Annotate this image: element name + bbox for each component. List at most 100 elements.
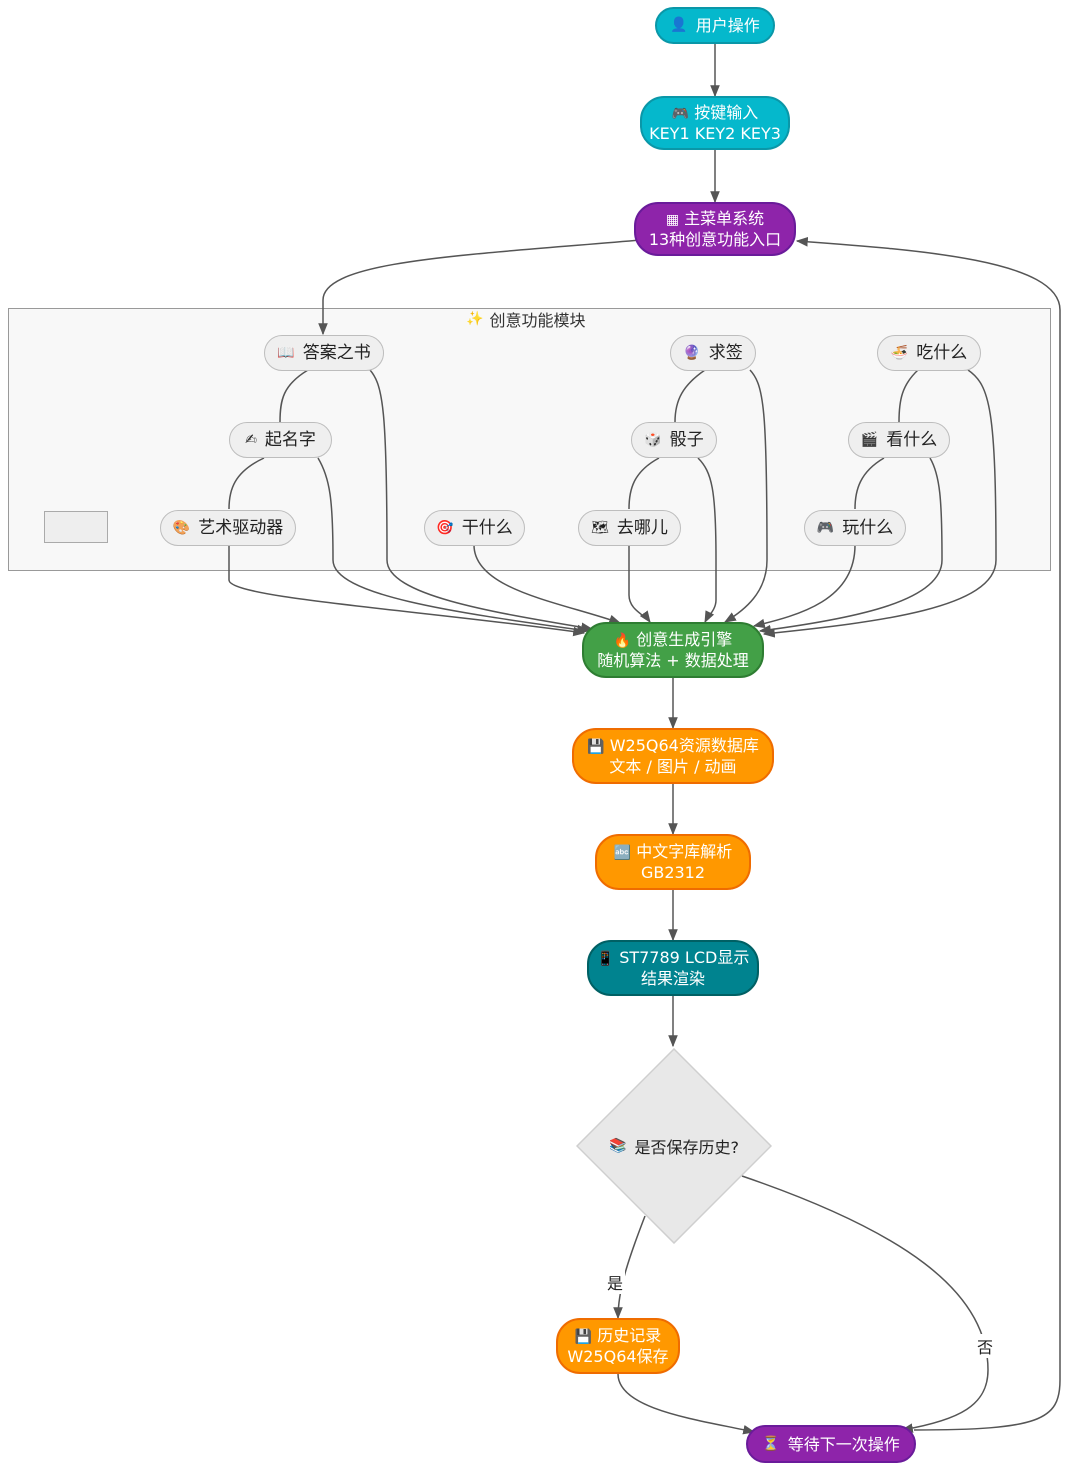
clapper-icon: 🎬 [860, 431, 879, 448]
edge-watch-to-engine [758, 457, 943, 635]
func-watch-label: 看什么 [886, 429, 938, 450]
func-answer-book-label: 答案之书 [302, 342, 371, 363]
lcd-title: ST7789 LCD显示 [619, 948, 750, 967]
font-parse-text: 🔤 中文字库解析 GB2312 [614, 842, 733, 882]
books-icon: 📚 [609, 1138, 627, 1154]
dice-icon: 🎲 [644, 431, 662, 448]
noodles-icon: 🍜 [890, 344, 909, 361]
edge-eat-to-watch [898, 369, 919, 423]
edge-wait-to-menu [795, 237, 1061, 1431]
decision-diamond [576, 1048, 772, 1244]
edge-label-yes: 是 [605, 1270, 626, 1294]
func-naming: ✍ 起名字 [229, 422, 332, 458]
engine-line1: 🔥 创意生成引擎 [597, 630, 749, 651]
func-naming-label: 起名字 [264, 429, 316, 450]
main-menu-title: 主菜单系统 [684, 209, 765, 228]
lcd-line1: 📱 ST7789 LCD显示 [597, 948, 750, 969]
key-input-line2: KEY1 KEY2 KEY3 [649, 124, 781, 143]
func-go-where: 🗺 去哪儿 [578, 510, 681, 546]
calculator-icon: ▦ [665, 212, 680, 228]
edge-menu-to-answer-book [318, 239, 641, 336]
history-node: 💾 历史记录 W25Q64保存 [556, 1318, 680, 1374]
key-input-title: 按键输入 [694, 103, 759, 122]
main-menu-text: ▦ 主菜单系统 13种创意功能入口 [649, 209, 781, 249]
resource-db-text: 💾 W25Q64资源数据库 文本 / 图片 / 动画 [587, 736, 759, 776]
fire-icon: 🔥 [613, 633, 632, 649]
edge-fortune-to-engine [723, 369, 768, 623]
floppy-disk-icon: 💾 [574, 1329, 593, 1345]
edge-eat-to-engine [762, 369, 997, 638]
map-icon: 🗺 [591, 519, 609, 536]
cluster-title: ✨ 创意功能模块 [466, 308, 606, 330]
key-input-text: 🎮 按键输入 KEY1 KEY2 KEY3 [649, 103, 781, 143]
target-icon: 🎯 [436, 519, 454, 536]
wait-label: 等待下一次操作 [787, 1434, 900, 1454]
gamepad-icon: 🎮 [816, 519, 835, 536]
user-icon: 👤 [670, 17, 688, 33]
edge-play-to-engine [752, 544, 856, 629]
edge-label-no: 否 [975, 1334, 996, 1358]
key-input-node: 🎮 按键输入 KEY1 KEY2 KEY3 [640, 96, 790, 150]
edge-dice-to-goto [628, 457, 660, 510]
main-menu-line1: ▦ 主菜单系统 [649, 209, 781, 230]
resource-db-line1: 💾 W25Q64资源数据库 [587, 736, 759, 757]
lcd-line2: 结果渲染 [640, 969, 705, 988]
font-parse-title: 中文字库解析 [636, 842, 733, 861]
crystal-ball-icon: 🔮 [683, 344, 701, 361]
hourglass-icon: ⏳ [762, 1435, 780, 1452]
edge-watch-to-play [854, 457, 885, 510]
resource-db-title: W25Q64资源数据库 [609, 736, 759, 755]
edge-art-to-engine [228, 545, 586, 637]
func-answer-book: 📖 答案之书 [264, 335, 384, 371]
edge-naming-to-engine [317, 457, 590, 635]
history-text: 💾 历史记录 W25Q64保存 [567, 1326, 668, 1366]
palette-icon: 🎨 [172, 519, 191, 536]
engine-text: 🔥 创意生成引擎 随机算法 + 数据处理 [597, 630, 749, 670]
font-parse-line2: GB2312 [640, 863, 706, 882]
decision-text: 是否保存历史? [634, 1138, 739, 1157]
empty-placeholder-box [44, 511, 108, 543]
func-fortune-label: 求签 [708, 342, 743, 363]
edge-answer-to-naming [279, 369, 309, 423]
func-eat: 🍜 吃什么 [877, 335, 981, 371]
gamepad-icon: 🎮 [671, 106, 690, 122]
lcd-text: 📱 ST7789 LCD显示 结果渲染 [597, 948, 750, 988]
main-menu-line2: 13种创意功能入口 [648, 230, 782, 249]
engine-line2: 随机算法 + 数据处理 [597, 651, 749, 670]
main-menu-node: ▦ 主菜单系统 13种创意功能入口 [634, 202, 796, 256]
func-art-driver: 🎨 艺术驱动器 [160, 510, 296, 546]
lcd-node: 📱 ST7789 LCD显示 结果渲染 [587, 940, 759, 996]
history-title: 历史记录 [597, 1326, 662, 1345]
func-art-driver-label: 艺术驱动器 [198, 517, 284, 538]
font-parse-node: 🔤 中文字库解析 GB2312 [595, 834, 751, 890]
edge-dice-to-engine [697, 457, 717, 624]
resource-db-line2: 文本 / 图片 / 动画 [609, 757, 737, 776]
sparkles-icon: ✨ [466, 311, 484, 327]
edge-fortune-to-dice [674, 369, 706, 423]
edge-dowhat-to-engine [473, 544, 622, 624]
edge-answer-to-engine [369, 369, 594, 632]
writing-hand-icon: ✍ [245, 431, 257, 448]
phone-icon: 📱 [596, 951, 615, 967]
cluster-title-text: 创意功能模块 [489, 311, 586, 330]
user-operation-label: 用户操作 [695, 16, 760, 35]
key-input-line1: 🎮 按键输入 [649, 103, 781, 124]
decision-label: 📚 是否保存历史? [590, 1130, 758, 1162]
edge-history-to-wait [617, 1373, 756, 1435]
func-do-what-label: 干什么 [461, 517, 513, 538]
history-line1: 💾 历史记录 [567, 1326, 668, 1347]
func-play-label: 玩什么 [842, 517, 894, 538]
edge-goto-to-engine [628, 545, 651, 623]
func-do-what: 🎯 干什么 [424, 510, 525, 546]
resource-db-node: 💾 W25Q64资源数据库 文本 / 图片 / 动画 [572, 728, 774, 784]
func-dice-label: 骰子 [669, 429, 704, 450]
func-go-where-label: 去哪儿 [616, 517, 668, 538]
wait-node: ⏳ 等待下一次操作 [746, 1425, 916, 1463]
abc-icon: 🔤 [613, 845, 632, 861]
user-operation-node: 👤 用户操作 [655, 7, 775, 44]
open-book-icon: 📖 [277, 344, 295, 361]
history-line2: W25Q64保存 [567, 1347, 669, 1366]
floppy-disk-icon: 💾 [587, 739, 605, 755]
